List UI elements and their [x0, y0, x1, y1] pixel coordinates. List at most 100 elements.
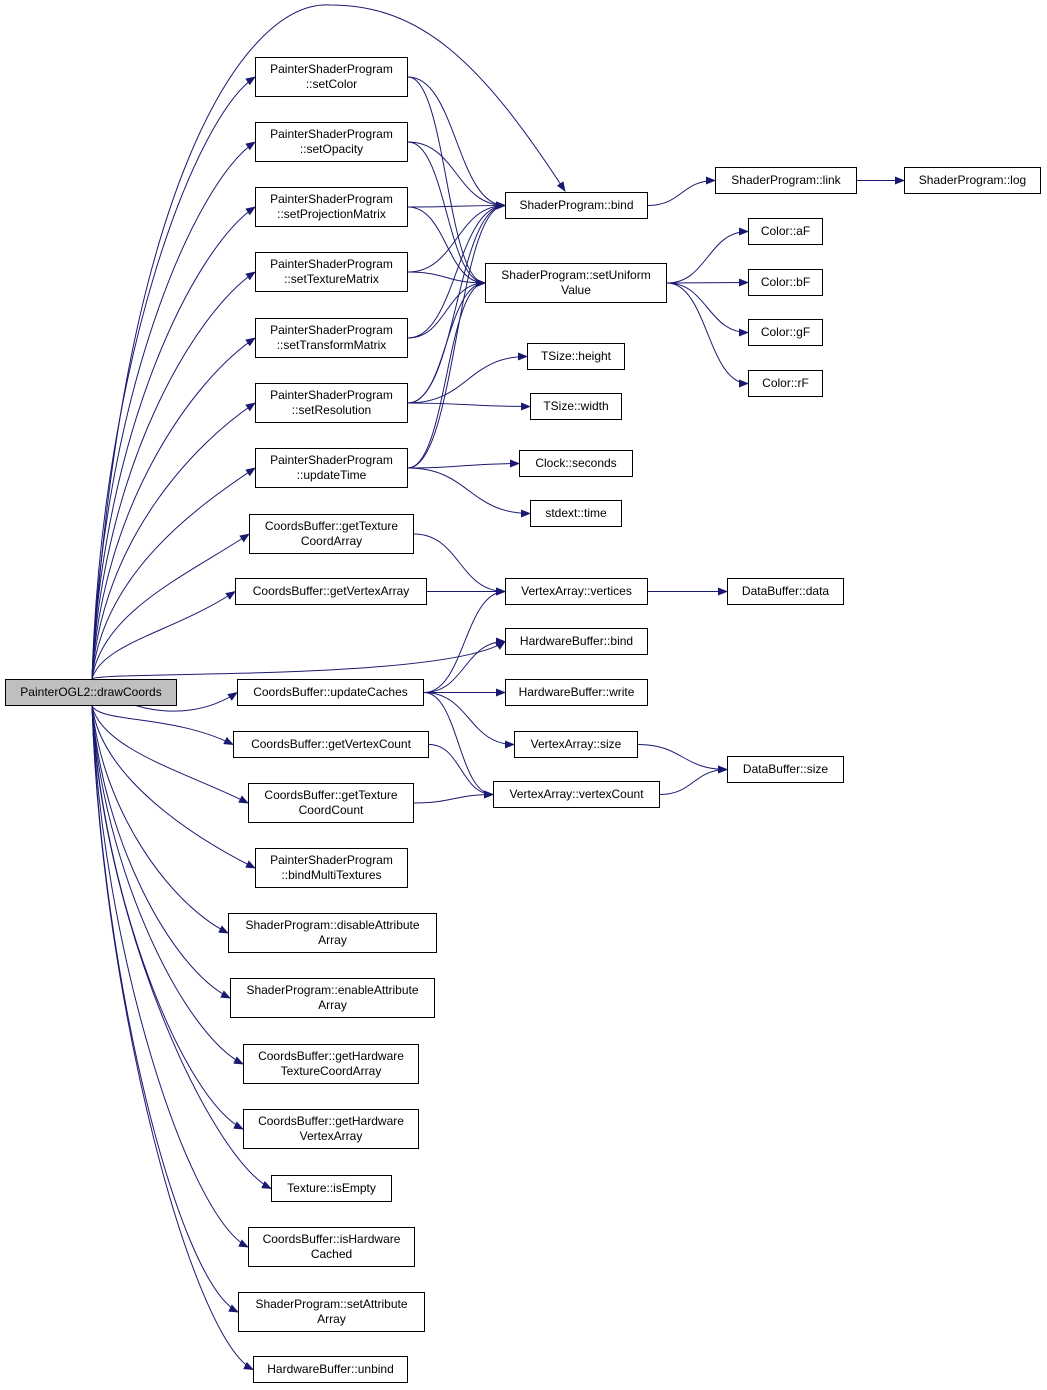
node-sp-log[interactable]: ShaderProgram::log	[904, 167, 1041, 194]
edge-drawCoords-to-getHardwareTextureCoordArray	[91, 705, 244, 1065]
edge-setUniformValue-to-colorA	[666, 227, 749, 284]
node-label-line: Color::aF	[760, 224, 811, 238]
node-color-r[interactable]: Color::rF	[748, 370, 823, 397]
node-va-vertices[interactable]: VertexArray::vertices	[505, 578, 648, 605]
node-set-texture-matrix[interactable]: PainterShaderProgram::setTextureMatrix	[255, 252, 408, 292]
edge-drawCoords-to-bindMultiTextures	[91, 705, 256, 869]
node-label-line: Array	[317, 1312, 346, 1326]
node-label-line: CoordCount	[298, 803, 364, 817]
node-db-data[interactable]: DataBuffer::data	[727, 578, 844, 605]
node-label-line: Texture::isEmpty	[287, 1181, 376, 1195]
edge-setTextureMatrix-to-setUniformValue	[407, 271, 486, 287]
edge-setColor-to-setUniformValue	[407, 76, 486, 287]
edge-setTransformMatrix-to-spBind	[407, 201, 506, 339]
edge-updateCaches-to-vaVertexCount	[423, 692, 494, 799]
edge-setProjectionMatrix-to-setUniformValue	[407, 206, 486, 287]
node-get-vertex-count[interactable]: CoordsBuffer::getVertexCount	[233, 731, 429, 758]
edge-updateCaches-to-vaVertices	[423, 587, 506, 693]
node-label-line: CoordsBuffer::getHardware	[258, 1114, 404, 1128]
edge-updateTime-to-spBind	[407, 201, 506, 469]
node-label-line: PainterShaderProgram	[270, 323, 393, 337]
node-label-line: Color::bF	[760, 275, 811, 289]
edge-drawCoords-to-hwUnbind	[91, 705, 254, 1370]
edge-updateCaches-to-vaSize	[423, 692, 515, 749]
node-label-line: CoordsBuffer::isHardware	[262, 1232, 401, 1246]
node-label-line: TextureCoordArray	[280, 1064, 382, 1078]
node-label-line: CoordsBuffer::getTexture	[264, 788, 398, 802]
node-draw-coords[interactable]: PainterOGL2::drawCoords	[5, 679, 177, 706]
node-va-vertex-count[interactable]: VertexArray::vertexCount	[493, 781, 660, 808]
node-is-empty[interactable]: Texture::isEmpty	[271, 1175, 392, 1202]
node-label-line: CoordsBuffer::getVertexArray	[252, 584, 410, 598]
node-label-line: ShaderProgram::disableAttribute	[245, 918, 420, 932]
node-label-line: CoordsBuffer::updateCaches	[253, 685, 408, 699]
node-label-line: ShaderProgram::setUniform	[501, 268, 651, 282]
node-update-time[interactable]: PainterShaderProgram::updateTime	[255, 448, 408, 488]
node-hw-bind[interactable]: HardwareBuffer::bind	[505, 628, 648, 655]
node-label-line: Color::rF	[762, 376, 809, 390]
edge-drawCoords-to-getTextureCoordArray	[91, 533, 250, 680]
node-label-line: Cached	[310, 1247, 353, 1261]
edge-drawCoords-to-isEmpty	[91, 705, 272, 1189]
node-label-line: ::updateTime	[296, 468, 367, 482]
node-label-line: PainterShaderProgram	[270, 853, 393, 867]
node-label-line: ::setOpacity	[299, 142, 364, 156]
edge-drawCoords-to-setAttributeArray	[91, 705, 239, 1313]
edge-drawCoords-to-enableAttributeArray	[91, 705, 231, 999]
node-tsize-width[interactable]: TSize::width	[530, 393, 622, 420]
node-label-line: ::setResolution	[291, 403, 372, 417]
node-color-g[interactable]: Color::gF	[748, 319, 823, 346]
node-label-line: ShaderProgram::enableAttribute	[246, 983, 419, 997]
node-set-color[interactable]: PainterShaderProgram::setColor	[255, 57, 408, 97]
node-label-line: ::setTransformMatrix	[276, 338, 387, 352]
node-sp-link[interactable]: ShaderProgram::link	[715, 167, 857, 194]
node-label-line: Color::gF	[760, 325, 811, 339]
node-color-b[interactable]: Color::bF	[748, 269, 823, 296]
edge-vaVertexCount-to-dbSize	[659, 765, 728, 795]
edge-setResolution-to-tsizeWidth	[407, 402, 531, 411]
node-get-vertex-array[interactable]: CoordsBuffer::getVertexArray	[235, 578, 427, 605]
node-clock-seconds[interactable]: Clock::seconds	[519, 450, 633, 477]
edge-setOpacity-to-spBind	[407, 141, 506, 210]
node-sp-bind[interactable]: ShaderProgram::bind	[505, 192, 648, 219]
node-hw-unbind[interactable]: HardwareBuffer::unbind	[253, 1356, 408, 1383]
node-label-line: PainterShaderProgram	[270, 62, 393, 76]
node-update-caches[interactable]: CoordsBuffer::updateCaches	[237, 679, 424, 706]
node-va-size[interactable]: VertexArray::size	[514, 731, 638, 758]
edge-drawCoords-to-getVertexCount	[91, 705, 234, 745]
edge-setResolution-to-spBind	[407, 201, 506, 404]
node-label-line: CoordsBuffer::getTexture	[264, 519, 399, 533]
node-set-projection-matrix[interactable]: PainterShaderProgram::setProjectionMatri…	[255, 187, 408, 227]
node-color-a[interactable]: Color::aF	[748, 218, 823, 245]
node-label-line: ::setTextureMatrix	[284, 272, 379, 286]
edge-getVertexCount-to-vaVertexCount	[428, 744, 494, 799]
node-stdext-time[interactable]: stdext::time	[530, 500, 622, 527]
node-set-opacity[interactable]: PainterShaderProgram::setOpacity	[255, 122, 408, 162]
edge-drawCoords-to-getHardwareVertexArray	[91, 705, 244, 1130]
node-label-line: TSize::height	[540, 349, 612, 363]
node-label-line: PainterShaderProgram	[270, 453, 393, 467]
node-label-line: PainterOGL2::drawCoords	[20, 685, 162, 699]
node-bind-multi-textures[interactable]: PainterShaderProgram::bindMultiTextures	[255, 848, 408, 888]
node-db-size[interactable]: DataBuffer::size	[727, 756, 844, 783]
edge-drawCoords-to-setOpacity	[91, 141, 256, 680]
edge-drawCoords-to-isHardwareCached	[91, 705, 249, 1248]
node-label-line: TSize::width	[543, 399, 609, 413]
edge-setResolution-to-setUniformValue	[407, 279, 486, 404]
node-tsize-height[interactable]: TSize::height	[527, 343, 625, 370]
edge-drawCoords-to-hwBind	[91, 640, 506, 680]
node-set-resolution[interactable]: PainterShaderProgram::setResolution	[255, 383, 408, 423]
node-hw-write[interactable]: HardwareBuffer::write	[505, 679, 648, 706]
edge-getTextureCoordArray-to-vaVertices	[413, 533, 506, 596]
node-label-line: PainterShaderProgram	[270, 257, 393, 271]
node-set-transform-matrix[interactable]: PainterShaderProgram::setTransformMatrix	[255, 318, 408, 358]
